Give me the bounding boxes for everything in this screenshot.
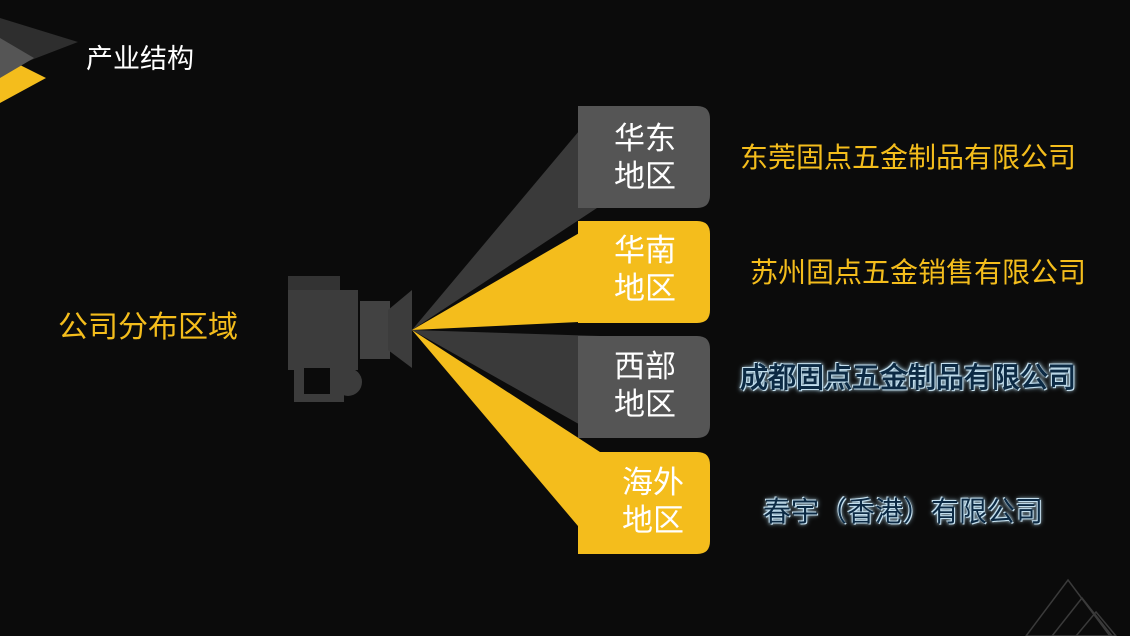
region-label-line2: 地区: [614, 387, 676, 423]
region-label-east: 华东 地区: [580, 120, 710, 196]
projector-icon: [288, 276, 412, 402]
beam-south: [412, 221, 600, 330]
region-label-overseas: 海外 地区: [588, 464, 718, 540]
company-name-south: 苏州固点五金销售有限公司: [750, 256, 1087, 289]
region-box-east: [578, 106, 710, 208]
region-label-line2: 地区: [614, 159, 676, 195]
company-name-east: 东莞固点五金制品有限公司: [740, 141, 1077, 174]
beam-west: [412, 330, 600, 436]
region-boxes: [578, 106, 710, 554]
region-label-west: 西部 地区: [580, 348, 710, 424]
hub-label: 公司分布区域: [58, 310, 238, 345]
beam-overseas: [412, 330, 600, 552]
region-label-line1: 海外: [622, 465, 684, 501]
region-label-line2: 地区: [622, 503, 684, 539]
beams: [412, 106, 600, 552]
region-box-west: [578, 336, 710, 438]
region-label-line1: 华东: [614, 121, 676, 157]
region-label-south: 华南 地区: [580, 232, 710, 308]
region-label-line2: 地区: [614, 271, 676, 307]
region-box-south: [578, 221, 710, 323]
page-title: 产业结构: [86, 44, 194, 75]
region-label-line1: 华南: [614, 233, 676, 269]
region-label-line1: 西部: [614, 349, 676, 385]
corner-outline-icon: [1025, 578, 1117, 636]
corner-decoration-icon: [0, 18, 78, 103]
beam-east: [412, 106, 600, 330]
region-box-overseas: [578, 452, 710, 554]
company-name-overseas: 春宇（香港）有限公司: [763, 495, 1044, 528]
company-name-west: 成都固点五金制品有限公司: [740, 361, 1077, 394]
